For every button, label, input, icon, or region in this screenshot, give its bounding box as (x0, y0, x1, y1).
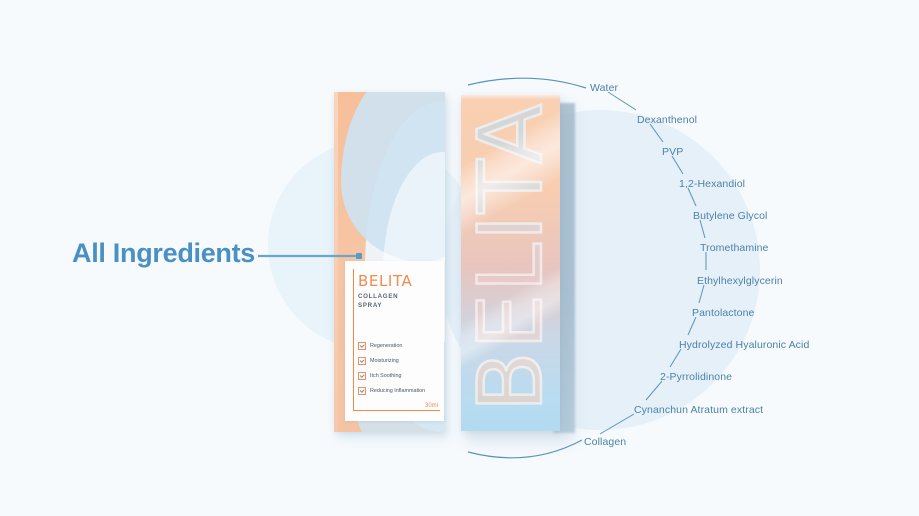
ingredient-label: Pantolactone (692, 307, 755, 319)
ingredient-label: Tromethamine (700, 242, 769, 254)
ingredient-label: Collagen (584, 436, 627, 448)
checkmark-icon (358, 357, 366, 365)
ingredient-label: PVP (662, 146, 684, 158)
benefit-label: Reducing Inflammation (370, 388, 426, 394)
ingredient-link (607, 91, 637, 111)
ingredient-label: Butylene Glycol (693, 210, 768, 222)
ingredient-label: Water (590, 82, 619, 94)
top-arc (467, 77, 587, 89)
benefit-item: Itch Soothing (358, 372, 438, 380)
brand-name: BELITA (358, 272, 413, 290)
ingredient-label: Cynanchun Atratum extract (634, 404, 764, 416)
box-back-top-edge (461, 95, 560, 100)
ingredient-label: 2-Pyrrolidinone (660, 371, 733, 383)
benefit-label: Regeneration (370, 343, 403, 349)
ingredient-label: Hydrolyzed Hyaluronic Acid (679, 339, 810, 351)
checkmark-icon (358, 372, 366, 380)
checkmark-icon (358, 342, 366, 350)
checkmark-icon (358, 387, 366, 395)
holographic-shine-overlay (461, 95, 560, 431)
product-volume: 30ml (424, 403, 438, 409)
ingredient-label: Dexanthenol (637, 114, 698, 126)
product-box-back: BELITA (461, 95, 560, 431)
product-type: COLLAGEN SPRAY (358, 292, 398, 310)
product-label-card: BELITA COLLAGEN SPRAY Regeneration Moist… (345, 261, 444, 421)
ingredient-label: 1,2-Hexandiol (679, 178, 746, 190)
benefit-item: Regeneration (358, 342, 438, 350)
page-title: All Ingredients (72, 238, 256, 268)
ingredient-label: Ethylhexylglycerin (697, 275, 783, 287)
benefit-item: Moisturizing (358, 357, 438, 365)
product-type-line-1: COLLAGEN (358, 293, 399, 300)
benefits-checklist: Regeneration Moisturizing Itch Soothing … (358, 342, 438, 402)
benefit-item: Reducing Inflammation (358, 387, 438, 395)
benefit-label: Itch Soothing (370, 373, 402, 379)
benefit-label: Moisturizing (370, 358, 399, 364)
product-type-line-2: SPRAY (358, 302, 383, 309)
box-front-left-edge (334, 92, 338, 432)
label-border-frame (353, 269, 440, 411)
